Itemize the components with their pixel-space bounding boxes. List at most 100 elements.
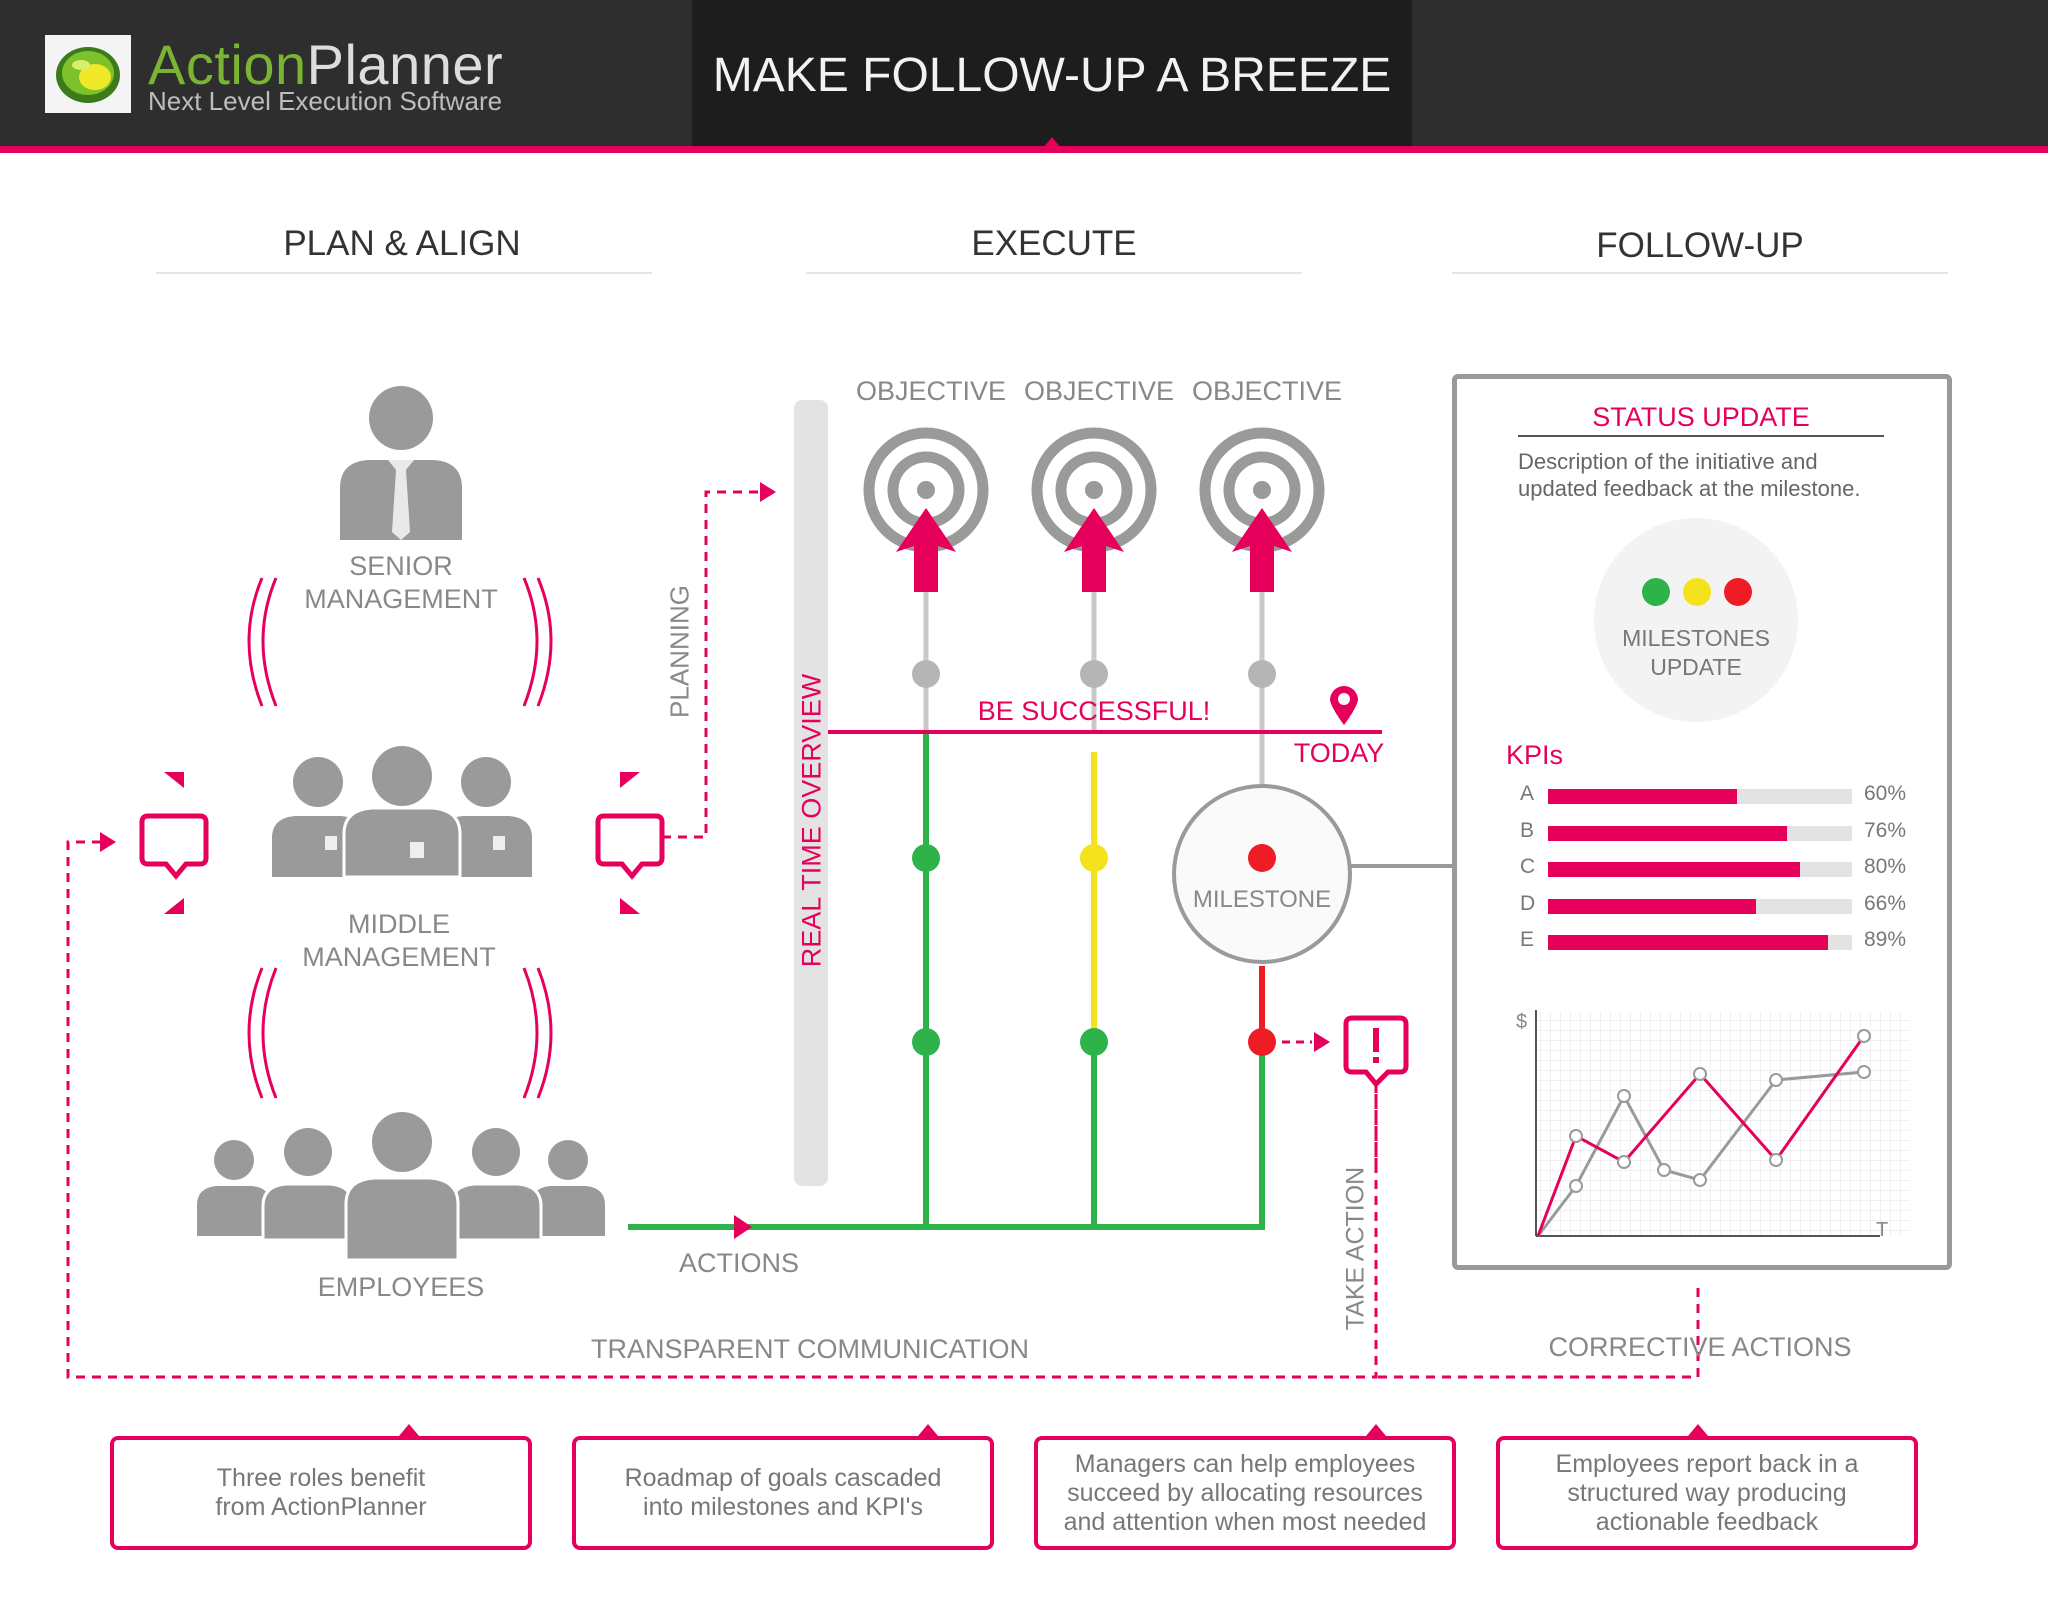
objective-arrow xyxy=(896,508,1292,592)
info-box-line: Managers can help employees xyxy=(1074,1449,1416,1478)
header-pointer xyxy=(1043,137,1061,148)
kpi-label: C xyxy=(1520,855,1536,878)
logo-wordmark: ActionPlanner xyxy=(148,32,503,97)
kpi-value: 76% xyxy=(1864,818,1907,842)
actions-arrowhead xyxy=(734,1215,752,1239)
kpi-label: D xyxy=(1520,891,1536,915)
middle-line-1: MIDDLE xyxy=(347,909,450,939)
employees-icon xyxy=(197,1112,605,1262)
kpi-fill xyxy=(1548,789,1737,804)
description-line-1: Description of the initiative and xyxy=(1518,449,1818,474)
info-box-line: and attention when most needed xyxy=(1063,1507,1427,1536)
objective-label-3: OBJECTIVE xyxy=(1192,376,1343,406)
yellow-light-icon xyxy=(1683,578,1711,606)
column-plan-align: PLAN & ALIGN xyxy=(283,224,521,263)
kpi-row: C 80% xyxy=(1500,855,1930,885)
objective-label-2: OBJECTIVE xyxy=(1024,376,1175,406)
info-box-line: from ActionPlanner xyxy=(215,1493,427,1521)
info-box-employees: Employees report back in a structured wa… xyxy=(1496,1436,1918,1550)
kpi-fill xyxy=(1548,825,1788,841)
senior-line-2: MANAGEMENT xyxy=(304,584,498,614)
milestones-update-bubble xyxy=(1594,518,1798,722)
milestone-label: MILESTONE xyxy=(1192,886,1332,913)
info-box-line: Roadmap of goals cascaded xyxy=(624,1464,942,1492)
transparent-communication-label: TRANSPARENT COMMUNICATION xyxy=(590,1334,1029,1364)
info-box-line: structured way producing xyxy=(1567,1478,1847,1507)
column-follow-up: FOLLOW-UP xyxy=(1596,226,1804,265)
info-box-managers: Managers can help employees succeed by a… xyxy=(1034,1436,1456,1550)
logo[interactable] xyxy=(45,35,131,113)
location-pin-icon xyxy=(1332,662,1358,688)
communication-loop xyxy=(66,840,1378,1379)
today-label: TODAY xyxy=(1293,738,1385,768)
milestones-update-line-1: MILESTONES xyxy=(1622,625,1770,651)
divider xyxy=(1452,272,1948,274)
middle-line-2: MANAGEMENT xyxy=(302,942,496,972)
page-title: MAKE FOLLOW-UP A BREEZE xyxy=(712,49,1392,102)
traffic-lights xyxy=(1642,578,1752,606)
planning-label: PLANNING xyxy=(664,585,695,718)
planning-arrow xyxy=(662,490,760,839)
planning-arrowhead xyxy=(760,482,776,502)
logo-word-planner: Planner xyxy=(306,33,504,96)
kpi-value: 89% xyxy=(1864,928,1907,951)
location-pin-icon xyxy=(1330,686,1358,725)
alert-bubble-icon xyxy=(1343,1015,1409,1088)
info-box-line: succeed by allocating resources xyxy=(1067,1478,1423,1507)
kpi-fill xyxy=(1548,898,1756,914)
kpi-label: A xyxy=(1520,782,1535,805)
kpis-title: KPIs xyxy=(1506,740,1564,770)
be-successful-label: BE SUCCESSFUL! xyxy=(977,696,1211,726)
chart-y-label: $ xyxy=(1516,1011,1527,1033)
kpi-row: B 76% xyxy=(1500,819,1930,849)
chart-grid xyxy=(1538,1012,1910,1236)
green-light-icon xyxy=(1642,578,1670,606)
chat-bubble-icon-left xyxy=(139,813,209,880)
kpi-track xyxy=(1548,935,1852,950)
info-box-line: Employees report back in a xyxy=(1555,1449,1859,1478)
exchange-arrows xyxy=(164,772,640,914)
milestone-circle xyxy=(1172,784,1352,964)
divider xyxy=(156,272,652,274)
actions-label: ACTIONS xyxy=(678,1248,799,1278)
kpi-value: 66% xyxy=(1864,891,1907,915)
status-update-title: STATUS UPDATE xyxy=(1518,402,1884,437)
milestones-update-label: MILESTONES UPDATE xyxy=(1596,624,1796,682)
objective-label-1: OBJECTIVE xyxy=(856,376,1007,406)
take-action-label: TAKE ACTION xyxy=(1341,1166,1370,1331)
employees-label: EMPLOYEES xyxy=(317,1272,485,1302)
header-accent-line xyxy=(0,146,2048,153)
real-time-overview-bar xyxy=(794,400,828,1186)
senior-management-label: SENIOR MANAGEMENT xyxy=(276,550,526,616)
red-light-icon xyxy=(1724,578,1752,606)
kpi-track xyxy=(1548,825,1852,841)
kpi-fill xyxy=(1548,935,1829,950)
role-connector-brackets xyxy=(247,577,553,1099)
kpi-track xyxy=(1548,898,1852,914)
senior-line-1: SENIOR xyxy=(349,551,453,581)
milestones-update-line-2: UPDATE xyxy=(1650,654,1742,680)
info-box-line: into milestones and KPI's xyxy=(643,1493,923,1521)
chat-bubble-icon-right xyxy=(595,813,665,880)
senior-manager-icon xyxy=(340,386,462,540)
chart-points xyxy=(1569,1029,1871,1193)
kpi-value: 80% xyxy=(1864,855,1907,878)
chart-x-label: T xyxy=(1876,1219,1888,1241)
info-box-line: Three roles benefit xyxy=(216,1464,426,1492)
kpi-row: D 66% xyxy=(1500,892,1930,922)
column-execute: EXECUTE xyxy=(971,224,1137,263)
pink-series xyxy=(1536,1035,1866,1237)
logo-icon xyxy=(56,47,120,103)
status-description: Description of the initiative and update… xyxy=(1518,448,1928,502)
kpi-label: B xyxy=(1520,818,1535,842)
kpi-fill xyxy=(1548,862,1800,877)
info-box-line: actionable feedback xyxy=(1595,1507,1819,1536)
kpi-track xyxy=(1548,862,1852,877)
corrective-loop xyxy=(1376,1288,1700,1379)
communication-arrowhead xyxy=(100,832,116,852)
middle-management-label: MIDDLE MANAGEMENT xyxy=(274,908,524,974)
divider xyxy=(806,272,1302,274)
